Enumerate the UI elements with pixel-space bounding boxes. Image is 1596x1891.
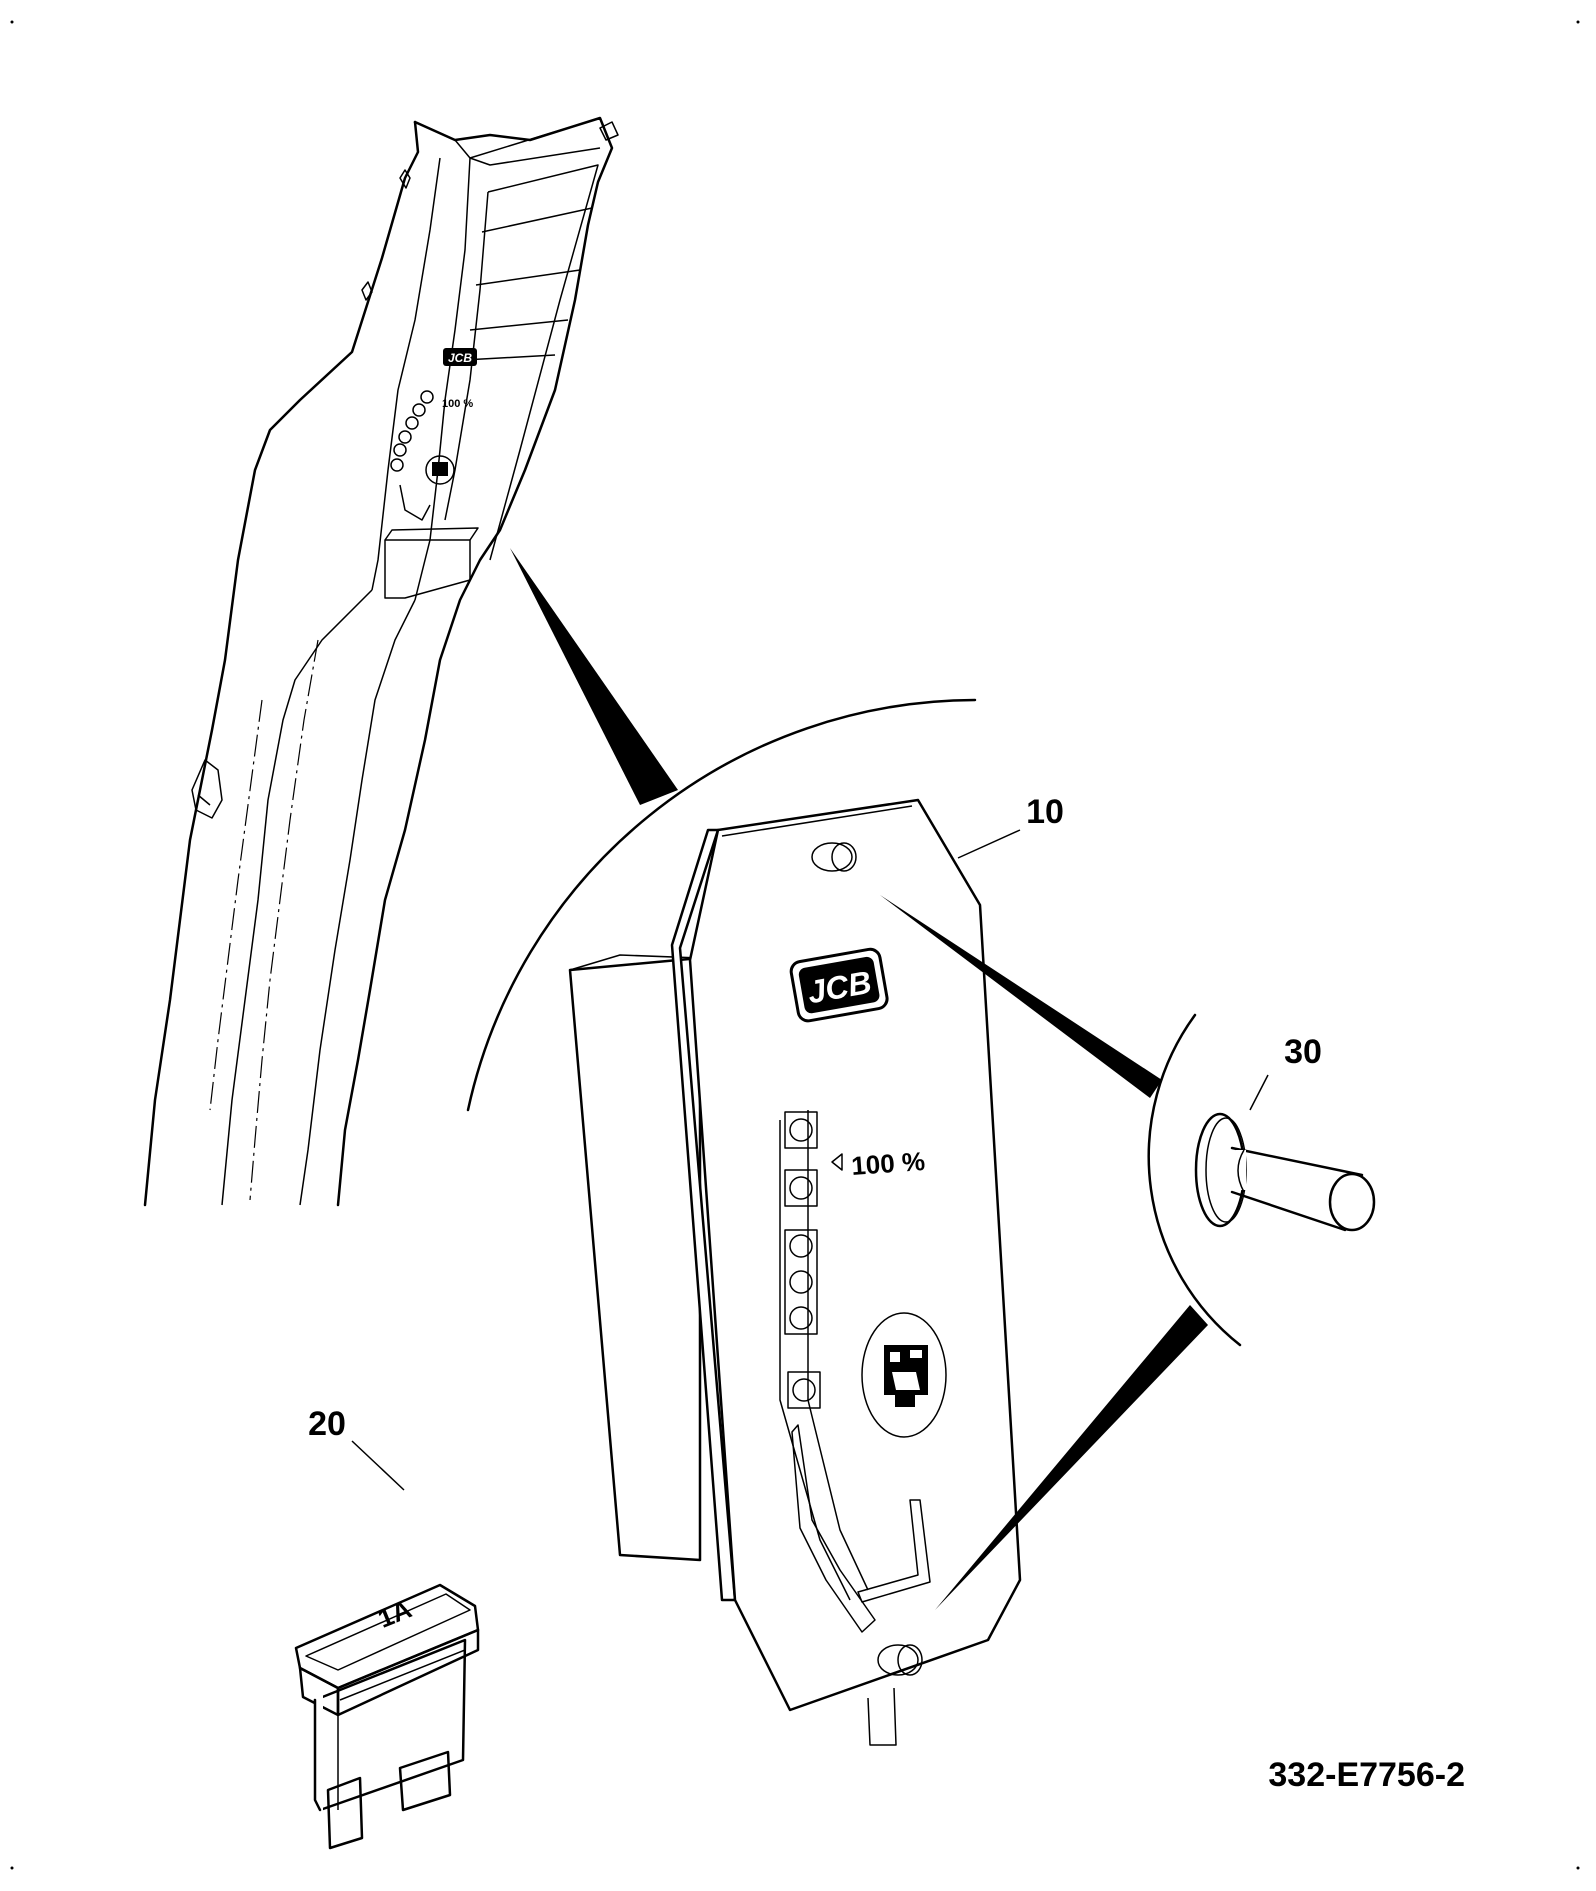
operator-seat-icon bbox=[861, 1312, 947, 1438]
drawing-number: 332-E7756-2 bbox=[1268, 1756, 1465, 1794]
svg-text:100 %: 100 % bbox=[442, 398, 473, 410]
fuse-part: 1A bbox=[294, 1440, 480, 1850]
pin-part bbox=[1194, 1112, 1376, 1232]
cab-pillar: JCB 100 % bbox=[143, 116, 619, 1207]
top-knob bbox=[811, 842, 857, 872]
pin-detail bbox=[880, 895, 1376, 1610]
percent-marker-icon bbox=[831, 1153, 843, 1171]
percent-label: 100 % bbox=[850, 1146, 926, 1181]
callout-20: 20 bbox=[308, 1405, 346, 1443]
callout-10: 10 bbox=[1026, 793, 1064, 831]
jcb-logo: JCB bbox=[789, 947, 889, 1023]
detail-callout bbox=[466, 548, 977, 1112]
callout-30: 30 bbox=[1284, 1033, 1322, 1071]
svg-text:JCB: JCB bbox=[448, 351, 472, 365]
bottom-knob bbox=[877, 1644, 923, 1676]
instrument-panel: JCB 100 % bbox=[568, 798, 1022, 1746]
crop-marks bbox=[10, 20, 1580, 1870]
indicator-lamps bbox=[784, 1111, 821, 1409]
panel-thumbnail: JCB 100 % bbox=[390, 348, 477, 521]
